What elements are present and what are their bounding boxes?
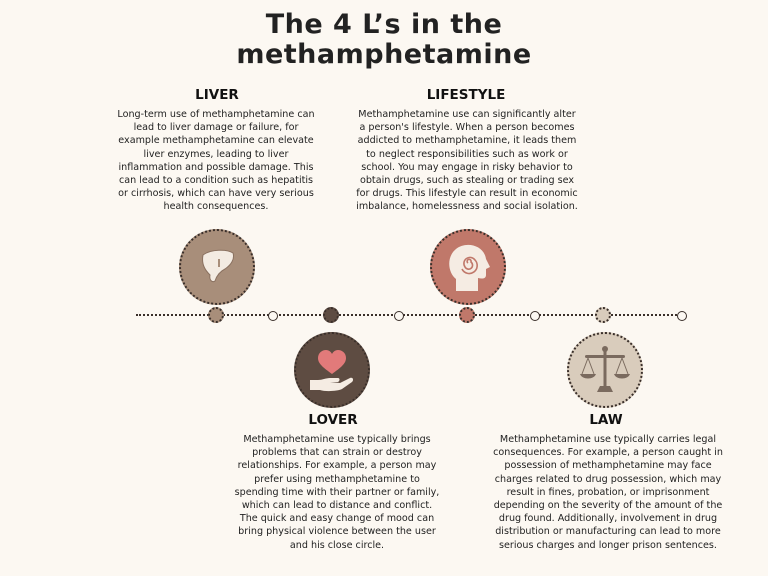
page-title: The 4 L’s in the methamphetamine bbox=[0, 10, 768, 70]
law-text: Methamphetamine use typically carries le… bbox=[493, 434, 723, 551]
timeline-node-lover bbox=[323, 307, 339, 323]
timeline-node-small bbox=[677, 311, 687, 321]
timeline-node-small bbox=[394, 311, 404, 321]
liver-text: Long-term use of methamphetamine can lea… bbox=[117, 109, 315, 213]
lifestyle-heading: LIFESTYLE bbox=[426, 87, 506, 103]
liver-heading: LIVER bbox=[195, 87, 239, 103]
timeline-node-law bbox=[595, 307, 611, 323]
title-line-2: methamphetamine bbox=[236, 39, 532, 70]
title-line-1: The 4 L’s in the bbox=[265, 9, 503, 40]
head-spiral-icon bbox=[430, 229, 506, 305]
liver-icon bbox=[179, 229, 255, 305]
timeline-node-lifestyle bbox=[459, 307, 475, 323]
heart-hand-icon bbox=[294, 332, 370, 408]
timeline-node-small bbox=[530, 311, 540, 321]
lifestyle-text: Methamphetamine use can significantly al… bbox=[356, 109, 578, 213]
timeline-node-small bbox=[268, 311, 278, 321]
timeline-line bbox=[136, 314, 684, 316]
law-heading: LAW bbox=[589, 412, 623, 428]
scales-icon bbox=[567, 332, 643, 408]
timeline-node-liver bbox=[208, 307, 224, 323]
lover-heading: LOVER bbox=[308, 412, 358, 428]
lover-text: Methamphetamine use typically brings pro… bbox=[234, 434, 440, 551]
